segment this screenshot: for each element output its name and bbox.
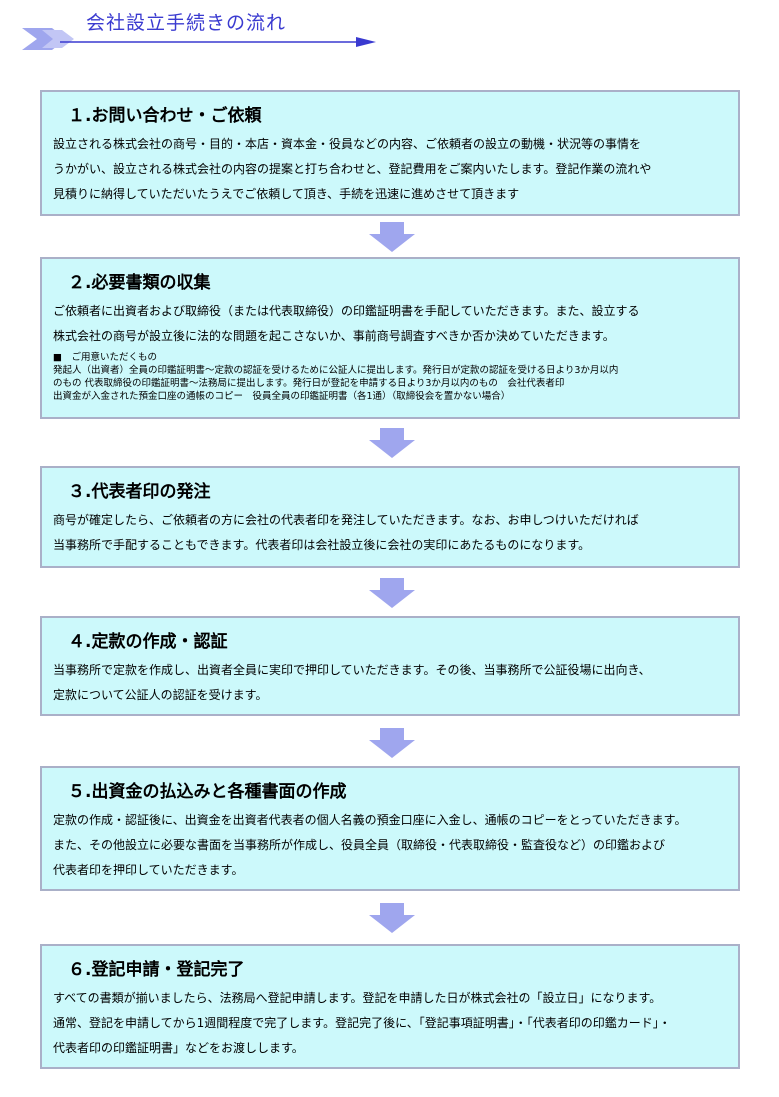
step-text-line: すべての書類が揃いましたら、法務局へ登記申請します。登記を申請した日が株式会社の… bbox=[53, 991, 662, 1005]
step-title: ２.必要書類の収集 bbox=[68, 273, 211, 293]
step-text-line: 見積りに納得していただいたうえでご依頼して頂き、手続を迅速に進めさせて頂きます bbox=[53, 187, 520, 201]
down-arrow-icon bbox=[369, 578, 415, 608]
step-title: １.お問い合わせ・ご依頼 bbox=[68, 106, 262, 126]
step-text-line: 代表者印の印鑑証明書」などをお渡しします。 bbox=[53, 1041, 304, 1055]
step-5-box: ５.出資金の払込みと各種書面の作成 定款の作成・認証後に、出資金を出資者代表者の… bbox=[40, 766, 740, 891]
step-description: ご依頼者に出資者および取締役（または代表取締役）の印鑑証明書を手配していただきま… bbox=[53, 299, 730, 349]
required-documents-note: ■ ご用意いただくもの 発起人（出資者）全員の印鑑証明書～定款の認証を受けるため… bbox=[53, 351, 732, 403]
note-line: のもの 代表取締役の印鑑証明書～法務局に提出します。発行日が登記を申請する日より… bbox=[53, 378, 565, 389]
chevron-icon-back bbox=[42, 30, 74, 48]
step-2-box: ２.必要書類の収集 ご依頼者に出資者および取締役（または代表取締役）の印鑑証明書… bbox=[40, 257, 740, 419]
step-4-box: ４.定款の作成・認証 当事務所で定款を作成し、出資者全員に実印で押印していただき… bbox=[40, 616, 740, 716]
step-text-line: 当事務所で手配することもできます。代表者印は会社設立後に会社の実印にあたるものに… bbox=[53, 538, 591, 552]
down-arrow-icon bbox=[369, 428, 415, 458]
header-arrow-graphic bbox=[22, 28, 376, 50]
step-text-line: うかがい、設立される株式会社の内容の提案と打ち合わせと、登記費用をご案内いたしま… bbox=[53, 162, 652, 176]
step-title: ６.登記申請・登記完了 bbox=[68, 960, 245, 980]
page-title: 会社設立手続きの流れ bbox=[86, 12, 287, 34]
step-text-line: 商号が確定したら、ご依頼者の方に会社の代表者印を発注していただきます。なお、お申… bbox=[53, 513, 639, 527]
note-line: 発起人（出資者）全員の印鑑証明書～定款の認証を受けるために公証人に提出します。発… bbox=[53, 365, 619, 376]
step-description: すべての書類が揃いましたら、法務局へ登記申請します。登記を申請した日が株式会社の… bbox=[53, 986, 730, 1061]
arrowhead-icon bbox=[356, 37, 376, 47]
down-arrow-icon bbox=[369, 728, 415, 758]
note-line: 出資金が入金された預金口座の通帳のコピー 役員全員の印鑑証明書（各1通）（取締役… bbox=[53, 391, 511, 402]
step-text-line: ご依頼者に出資者および取締役（または代表取締役）の印鑑証明書を手配していただきま… bbox=[53, 304, 640, 318]
step-text-line: 通常、登記を申請してから1週間程度で完了します。登記完了後に、「登記事項証明書」… bbox=[53, 1016, 671, 1030]
step-description: 当事務所で定款を作成し、出資者全員に実印で押印していただきます。その後、当事務所… bbox=[53, 658, 730, 708]
step-title: ３.代表者印の発注 bbox=[68, 482, 211, 502]
step-description: 設立される株式会社の商号・目的・本店・資本金・役員などの内容、ご依頼者の設立の動… bbox=[53, 132, 730, 207]
note-line: ■ ご用意いただくもの bbox=[53, 352, 157, 363]
step-6-box: ６.登記申請・登記完了 すべての書類が揃いましたら、法務局へ登記申請します。登記… bbox=[40, 944, 740, 1069]
step-text-line: 設立される株式会社の商号・目的・本店・資本金・役員などの内容、ご依頼者の設立の動… bbox=[53, 137, 642, 151]
step-text-line: 定款について公証人の認証を受けます。 bbox=[53, 688, 268, 702]
step-text-line: 定款の作成・認証後に、出資金を出資者代表者の個人名義の預金口座に入金し、通帳のコ… bbox=[53, 813, 687, 827]
step-text-line: 当事務所で定款を作成し、出資者全員に実印で押印していただきます。その後、当事務所… bbox=[53, 663, 651, 677]
step-title: ５.出資金の払込みと各種書面の作成 bbox=[68, 782, 347, 802]
step-description: 定款の作成・認証後に、出資金を出資者代表者の個人名義の預金口座に入金し、通帳のコ… bbox=[53, 808, 730, 883]
page-header: 会社設立手続きの流れ bbox=[0, 0, 779, 70]
step-description: 商号が確定したら、ご依頼者の方に会社の代表者印を発注していただきます。なお、お申… bbox=[53, 508, 730, 558]
step-title: ４.定款の作成・認証 bbox=[68, 632, 228, 652]
step-text-line: 株式会社の商号が設立後に法的な問題を起こさないか、事前商号調査すべきか否か決めて… bbox=[53, 329, 615, 343]
down-arrow-icon bbox=[369, 903, 415, 933]
step-1-box: １.お問い合わせ・ご依頼 設立される株式会社の商号・目的・本店・資本金・役員など… bbox=[40, 90, 740, 216]
down-arrow-icon bbox=[369, 222, 415, 252]
step-text-line: また、その他設立に必要な書面を当事務所が作成し、役員全員（取締役・代表取締役・監… bbox=[53, 838, 666, 852]
step-text-line: 代表者印を押印していただきます。 bbox=[53, 863, 244, 877]
step-3-box: ３.代表者印の発注 商号が確定したら、ご依頼者の方に会社の代表者印を発注していた… bbox=[40, 466, 740, 568]
